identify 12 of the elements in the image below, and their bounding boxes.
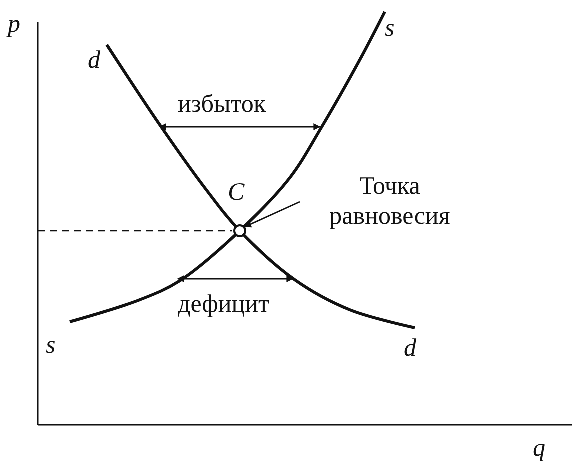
curve-label: d [88, 48, 100, 73]
curve-label: s [385, 16, 395, 41]
point-label: C [228, 180, 245, 205]
gap-label: дефицит [178, 292, 270, 317]
curve-label: d [404, 336, 416, 361]
axis-label: q [533, 436, 546, 461]
leader-arrow [244, 201, 300, 228]
curve-label: s [46, 333, 56, 358]
gap-label: избыток [178, 92, 266, 117]
axis-label: p [8, 12, 20, 37]
callout-text: Точка равновесия [300, 172, 480, 234]
equilibrium-point [233, 224, 247, 238]
